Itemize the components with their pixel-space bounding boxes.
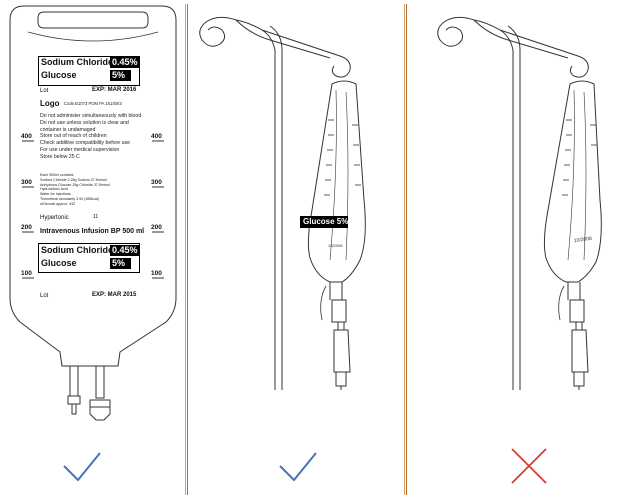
lot-label-bottom: Lot (40, 293, 49, 299)
hanger-slot (37, 11, 149, 29)
hypertonic-value: 11 (93, 214, 99, 220)
hypertonic-label: Hypertonic (40, 215, 69, 221)
scale-400-right: 400 (151, 133, 162, 140)
hanging-glucose-label: Glucose 5% (303, 217, 349, 226)
expiry-bottom: EXP: MAR 2015 (92, 292, 137, 298)
scale-300-left: 300 (21, 179, 32, 186)
logo-text: Logo (40, 99, 60, 108)
scale-300-right: 300 (151, 179, 162, 186)
glucose-label-box (300, 216, 348, 228)
panel-hanging-label-out (199, 16, 366, 390)
product-conc-1: 0.45% (110, 57, 140, 68)
scale-200-left: 200 (21, 224, 32, 231)
lot-label: Lot (40, 88, 49, 94)
panel-front-label-bag (9, 5, 177, 421)
expiry-top: EXP: MAR 2016 (92, 87, 137, 93)
panel-divider-left (185, 4, 188, 495)
product-conc-2-bottom: 5% (110, 258, 132, 269)
product-box-bottom (38, 243, 140, 273)
scale-200-right: 200 (151, 224, 162, 231)
pole-hook (473, 19, 521, 51)
product-name-2: Glucose (41, 70, 77, 80)
hanging-bag-outline (543, 80, 602, 283)
cross-icon (511, 448, 547, 484)
hanging-date-label-out: 10/2008 (328, 243, 343, 248)
warnings-list: Do not administer simultaneously with bl… (40, 113, 142, 160)
hanging-bag-outline (307, 80, 366, 283)
product-code: Code:B1073 POM PA 161/50/3 (64, 101, 122, 106)
bag-outline (9, 5, 177, 367)
product-name-1: Sodium Chloride (41, 57, 113, 67)
product-name-2-bottom: Glucose (41, 258, 77, 268)
checkmark-icon (63, 452, 101, 482)
panel-divider-right (404, 4, 407, 495)
infusion-title: Intravenous Infusion BP 500 ml (40, 228, 145, 235)
port-right (95, 365, 105, 399)
panel-hanging-label-in (437, 16, 602, 390)
composition-list: Each 500ml contains Sodium Chloride 2.25… (40, 173, 110, 206)
product-conc-2: 5% (110, 70, 132, 81)
product-box-top (38, 56, 140, 86)
scale-400-left: 400 (21, 133, 32, 140)
scale-100-left: 100 (21, 270, 32, 277)
scale-100-right: 100 (151, 270, 162, 277)
product-conc-1-bottom: 0.45% (110, 245, 140, 256)
hanger-curve (27, 31, 159, 42)
checkmark-icon (279, 452, 317, 482)
port-left (69, 365, 79, 397)
product-name-1-bottom: Sodium Chloride (41, 245, 113, 255)
pole-hook (235, 19, 283, 51)
